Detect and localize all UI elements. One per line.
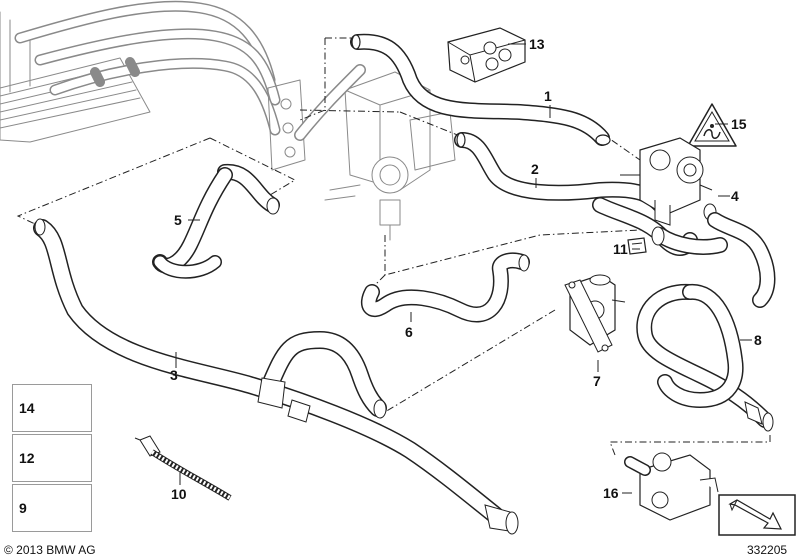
part-4-outlet-hose (651, 212, 776, 308)
callout-1: 1 (544, 88, 552, 104)
callout-4: 4 (731, 188, 739, 204)
part-4-valve (620, 137, 717, 226)
part-16-electric-pump (624, 452, 719, 521)
warning-triangle-icon (687, 103, 737, 147)
part-3-hose (33, 218, 519, 535)
callout-6: 6 (405, 324, 413, 340)
part-7-pump (564, 274, 626, 353)
heater-core-ghost (0, 0, 306, 171)
copyright-text: © 2013 BMW AG (4, 543, 96, 557)
part-6-hose (360, 252, 530, 323)
legend-label-9: 9 (19, 500, 27, 516)
part-1-hose (350, 33, 611, 146)
callout-leaders (175, 43, 752, 494)
arrow-down-right-icon (718, 494, 796, 536)
legend-row-9: 9 (12, 484, 92, 532)
legend-label-12: 12 (19, 450, 35, 466)
callout-10: 10 (171, 486, 187, 502)
callout-2: 2 (531, 161, 539, 177)
callout-7: 7 (593, 373, 601, 389)
legend-row-14: 14 (12, 384, 92, 432)
valve-assembly-ghost (294, 64, 456, 241)
part-13-grommet-plate (447, 27, 526, 83)
part-10-cable-tie (134, 435, 232, 501)
callout-8: 8 (754, 332, 762, 348)
callout-11: 11 (613, 241, 628, 257)
diagram-number: 332205 (747, 543, 788, 557)
part-8-hose (636, 283, 774, 432)
callout-16: 16 (603, 485, 619, 501)
callout-13: 13 (529, 36, 545, 52)
legend-label-14: 14 (19, 400, 35, 416)
part-5-hose (152, 163, 280, 279)
callout-15: 15 (731, 116, 747, 132)
callout-3: 3 (170, 367, 178, 383)
part-11-clip (627, 237, 647, 255)
legend-row-12: 12 (12, 434, 92, 482)
callout-5: 5 (174, 212, 182, 228)
